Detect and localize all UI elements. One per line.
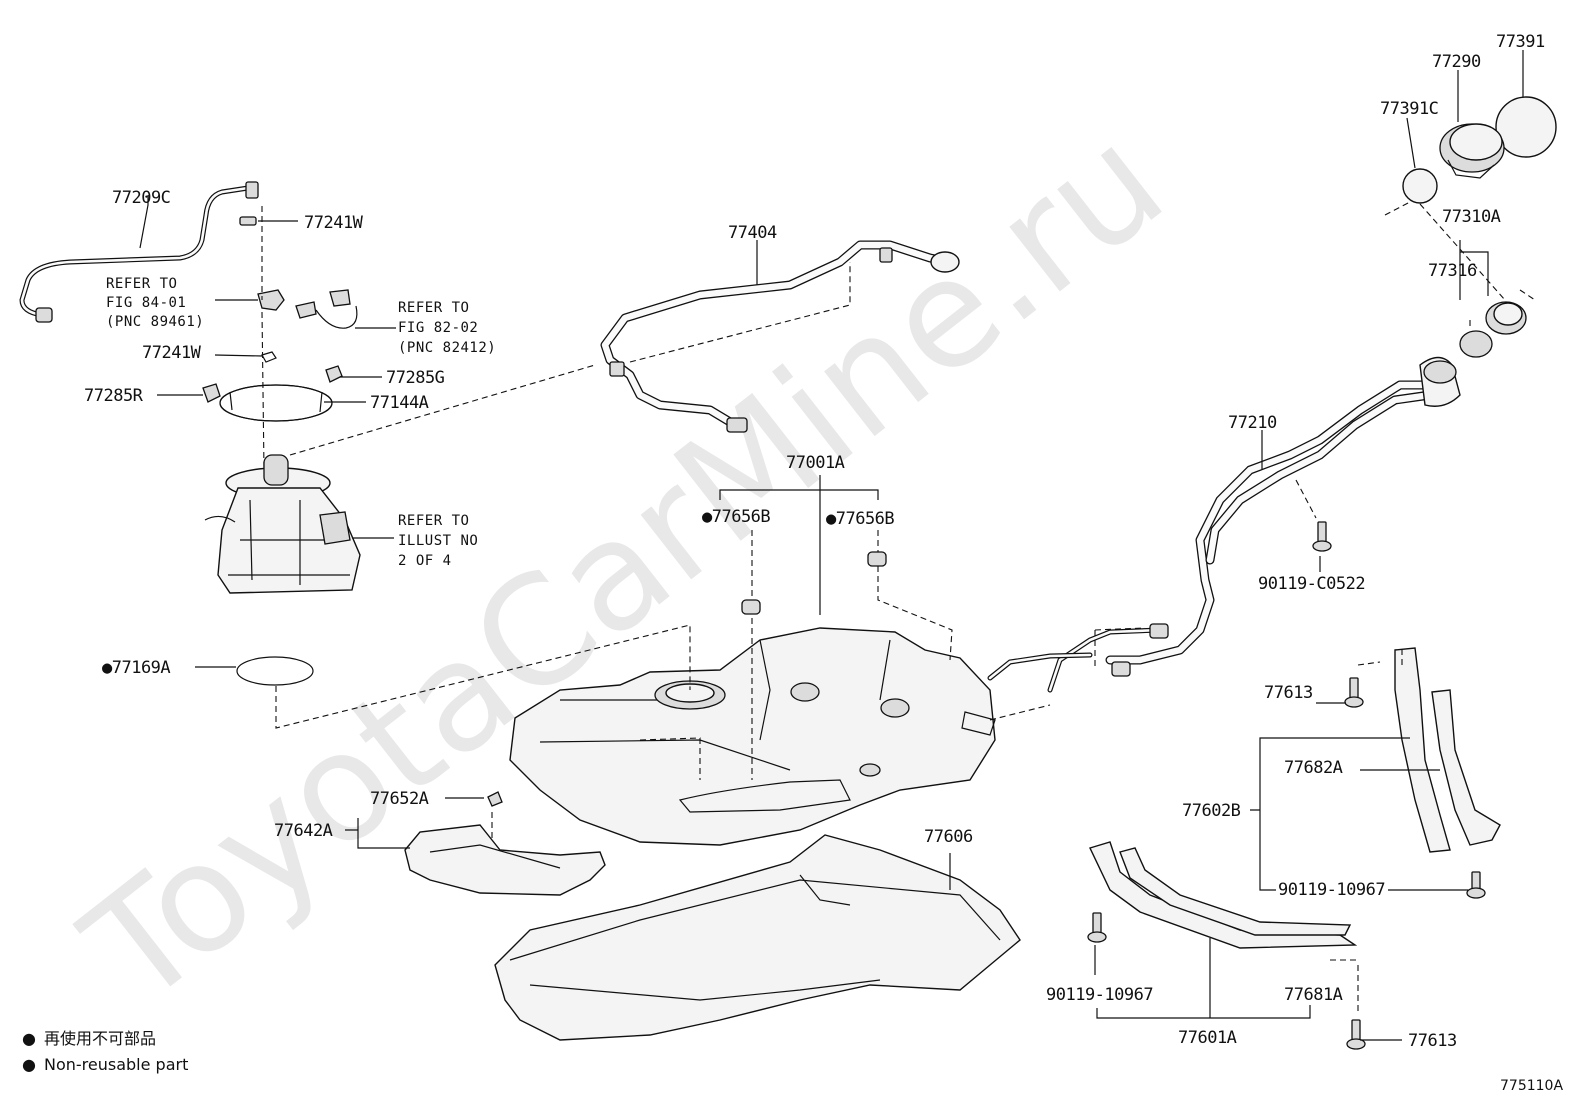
- wire-harness-77209c: [19, 181, 259, 323]
- gasket-77391: [1495, 96, 1557, 158]
- label-77391: 77391: [1496, 32, 1545, 52]
- leader-lines: [139, 50, 1536, 1041]
- svg-text:FIG 84-01: FIG 84-01: [106, 295, 186, 311]
- label-77241w-lower: 77241W: [142, 343, 202, 363]
- under-cover-77606: [494, 834, 1021, 1041]
- label-77391c: 77391C: [1380, 99, 1438, 119]
- label-77681a: 77681A: [1284, 985, 1343, 1005]
- bolt-90119-10967-left: [1087, 912, 1107, 943]
- gasket-77285g: [325, 365, 343, 383]
- legend: ● 再使用不可部品 ● Non-reusable part: [22, 1029, 188, 1074]
- legend-bullet-en: ●: [22, 1055, 36, 1074]
- label-77001a: 77001A: [786, 453, 845, 473]
- pump-connector: [257, 289, 358, 329]
- label-77652a: 77652A: [370, 789, 429, 809]
- retainer-ring-77144a: [219, 384, 333, 422]
- label-77209c: 77209C: [112, 188, 170, 208]
- svg-text:REFER TO: REFER TO: [106, 276, 177, 292]
- figure-id: 775110A: [1500, 1078, 1563, 1094]
- svg-text:REFER TO: REFER TO: [398, 513, 469, 529]
- label-90119-c0522: 90119-C0522: [1258, 574, 1365, 594]
- label-77290: 77290: [1432, 52, 1481, 72]
- bolt-77613-upper: [1344, 677, 1364, 708]
- part-labels: 77209C 77241W 77241W 77285R 77285G 77144…: [84, 32, 1545, 1051]
- strap-77602b: [1394, 647, 1501, 853]
- label-90119-10967-left: 90119-10967: [1046, 985, 1153, 1005]
- label-77613-upper: 77613: [1264, 683, 1313, 703]
- clip-77241w-upper: [239, 216, 257, 226]
- svg-text:(PNC 89461): (PNC 89461): [106, 314, 204, 330]
- vent-tube-77404: [600, 240, 960, 433]
- svg-text:FIG 82-02: FIG 82-02: [398, 320, 478, 336]
- label-77144a: 77144A: [370, 393, 429, 413]
- refer-note-illust: REFER TO ILLUST NO 2 OF 4: [398, 513, 478, 569]
- strap-77601a: [1089, 841, 1358, 949]
- clip-77652a: [487, 791, 503, 807]
- bolt-90119-c0522: [1312, 521, 1332, 552]
- fuel-tank-77001a: [509, 627, 996, 846]
- gasket-77391c: [1402, 168, 1438, 204]
- gasket-77169a: [236, 656, 314, 686]
- grommet-77656b-right: [867, 551, 887, 567]
- label-77656b-right: ●77656B: [826, 509, 894, 529]
- filler-pipe-77210: [987, 356, 1461, 693]
- legend-bullet-jp: ●: [22, 1029, 36, 1048]
- fuel-pump-module: [204, 454, 361, 594]
- svg-text:(PNC 82412): (PNC 82412): [398, 340, 496, 356]
- cap-77290: [1439, 123, 1505, 179]
- label-77285g: 77285G: [386, 368, 445, 388]
- bolt-90119-10967-right: [1466, 871, 1486, 899]
- label-77606: 77606: [924, 827, 973, 847]
- label-77316: 77316: [1428, 261, 1477, 281]
- clip-77285r: [202, 383, 221, 403]
- label-77241w-upper: 77241W: [304, 213, 364, 233]
- label-77613-lower: 77613: [1408, 1031, 1457, 1051]
- label-77210: 77210: [1228, 413, 1277, 433]
- grommet-77656b-left: [741, 599, 761, 615]
- cap-77310a: [1485, 301, 1527, 335]
- svg-text:REFER TO: REFER TO: [398, 300, 469, 316]
- label-90119-10967-right: 90119-10967: [1278, 880, 1385, 900]
- label-77682a: 77682A: [1284, 758, 1343, 778]
- bolt-77613-lower: [1346, 1019, 1366, 1050]
- label-77404: 77404: [728, 223, 777, 243]
- refer-note-84: REFER TO FIG 84-01 (PNC 89461): [106, 276, 204, 330]
- label-77310a: 77310A: [1442, 207, 1501, 227]
- clip-77241w-lower: [261, 351, 277, 363]
- protector-77642a: [404, 824, 606, 896]
- label-77642a: 77642A: [274, 821, 333, 841]
- svg-text:ILLUST NO: ILLUST NO: [398, 533, 478, 549]
- label-77656b-left: ●77656B: [702, 507, 770, 527]
- legend-text-en: Non-reusable part: [44, 1055, 188, 1074]
- label-77601a: 77601A: [1178, 1028, 1237, 1048]
- legend-text-jp: 再使用不可部品: [44, 1029, 156, 1048]
- svg-text:2 OF 4: 2 OF 4: [398, 553, 452, 569]
- label-77602b: 77602B: [1182, 801, 1241, 821]
- label-77169a: ●77169A: [102, 658, 170, 678]
- refer-note-82: REFER TO FIG 82-02 (PNC 82412): [398, 300, 496, 356]
- label-77285r: 77285R: [84, 386, 144, 406]
- gasket-77316: [1459, 330, 1493, 358]
